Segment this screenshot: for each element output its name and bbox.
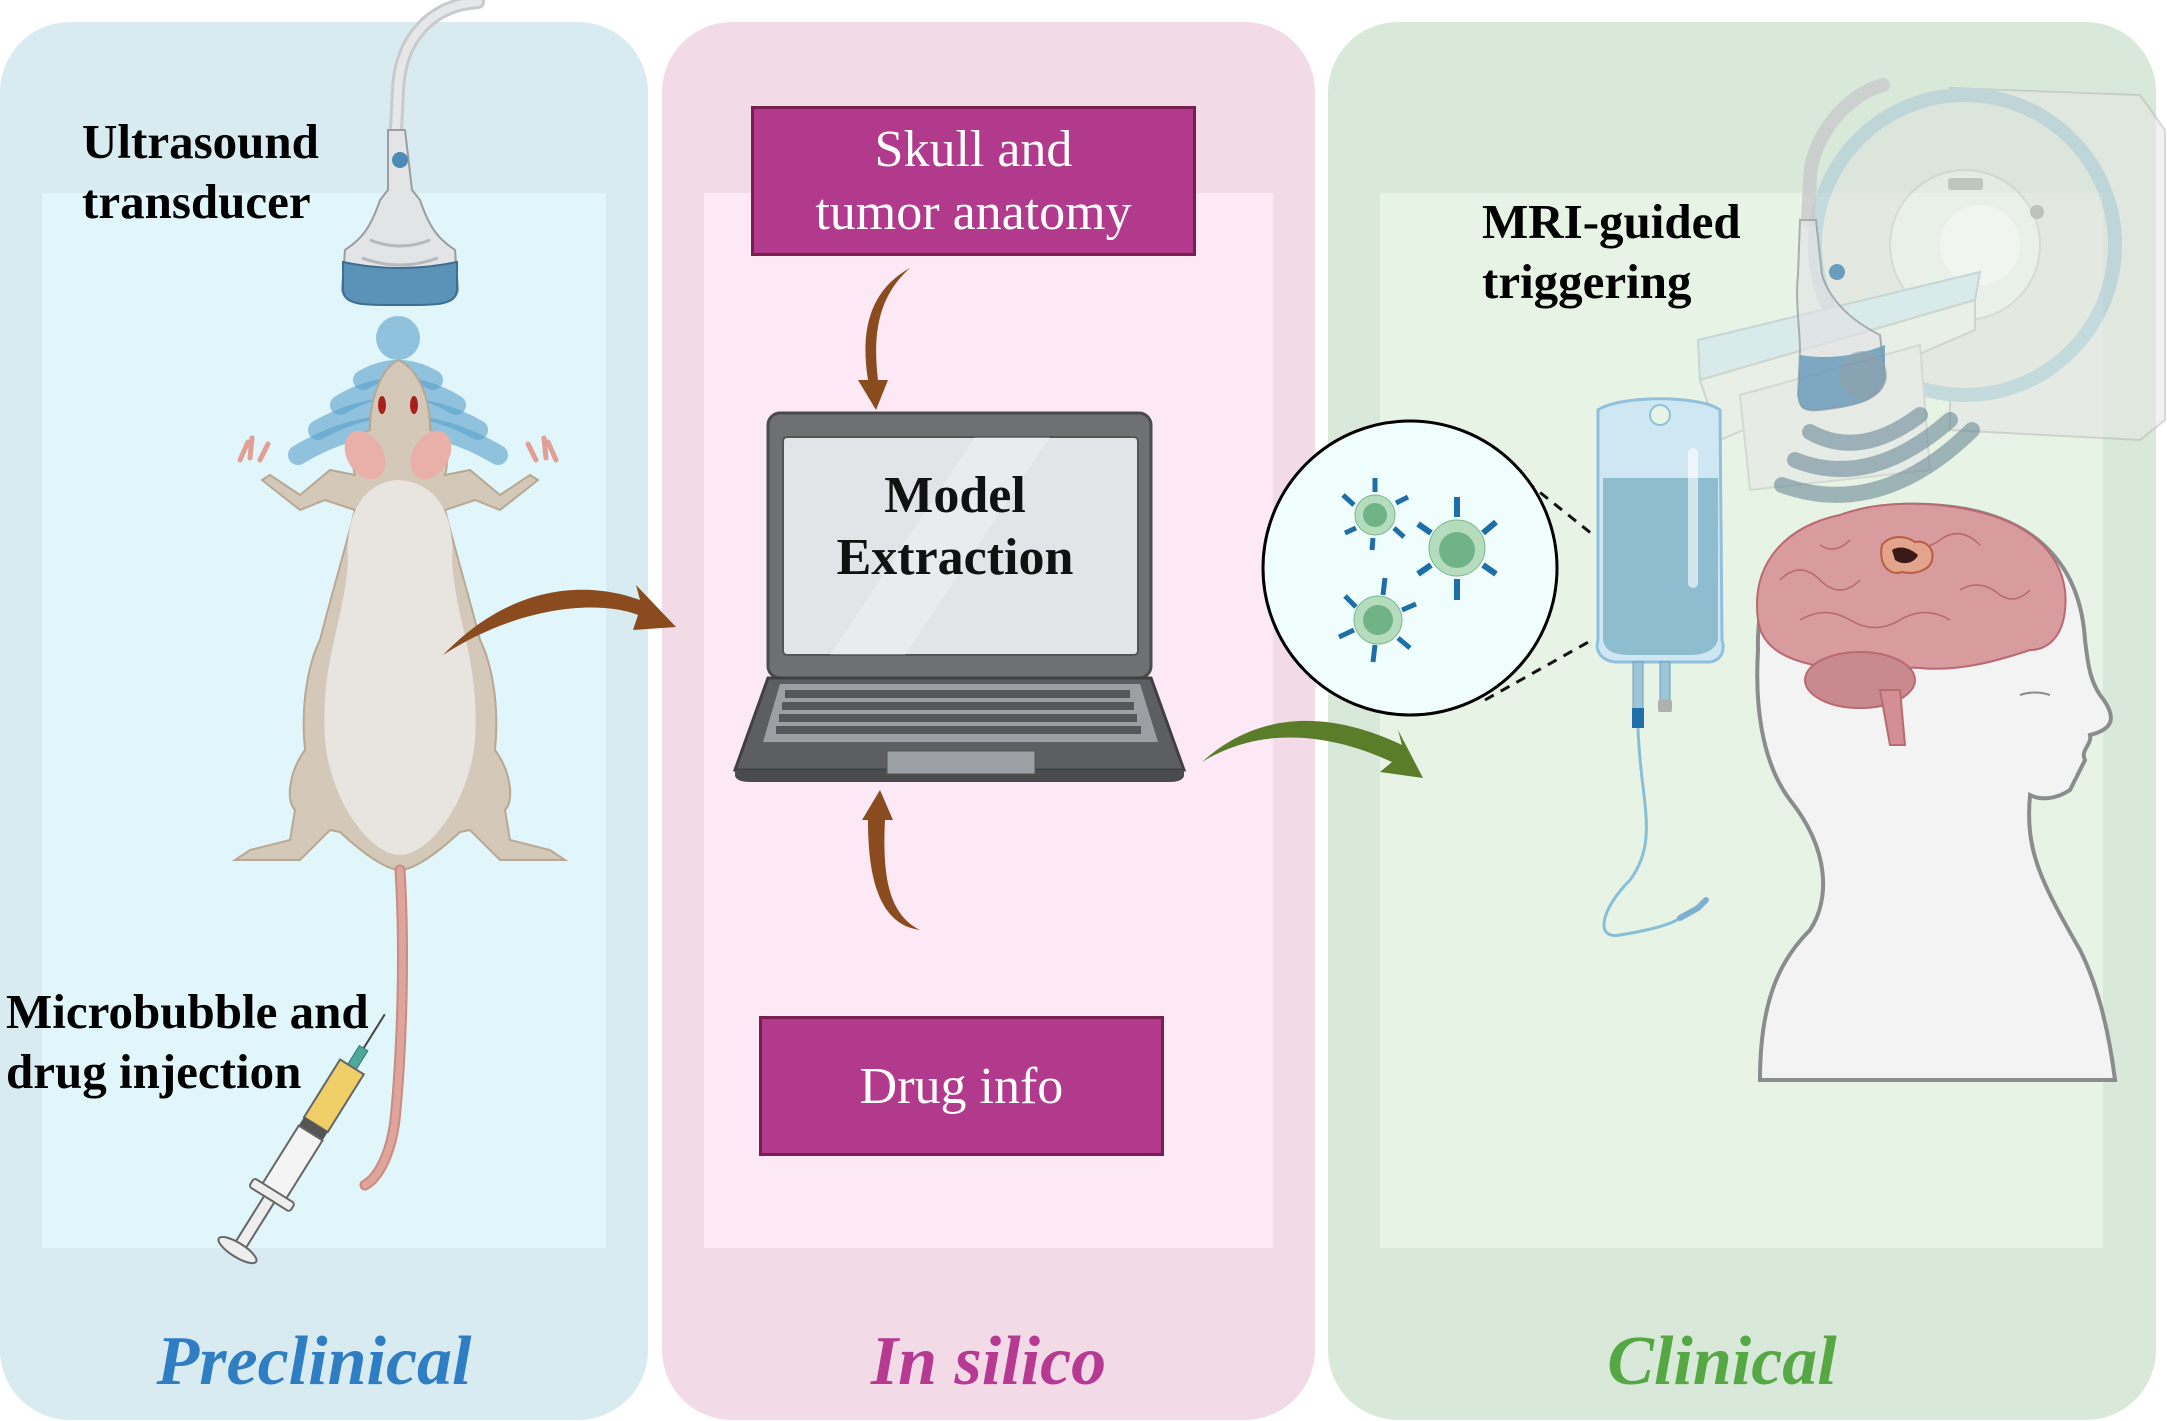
drug-info-box: Drug info [759,1016,1164,1156]
clinical-inner-area [1380,193,2103,1248]
clinical-title: Clinical [1607,1323,1837,1400]
ultrasound-transducer-label: Ultrasound transducer [82,114,319,229]
skull-tumor-anatomy-box: Skull and tumor anatomy [751,106,1196,256]
microbubble-injection-label: Microbubble and drug injection [6,984,369,1099]
in-silico-title: In silico [870,1323,1107,1400]
model-extraction-label: Model Extraction [836,467,1074,586]
clinical-panel: Clinical [1328,22,2156,1420]
preclinical-title: Preclinical [156,1323,472,1400]
mri-guided-triggering-label: MRI-guided triggering [1482,194,1741,309]
